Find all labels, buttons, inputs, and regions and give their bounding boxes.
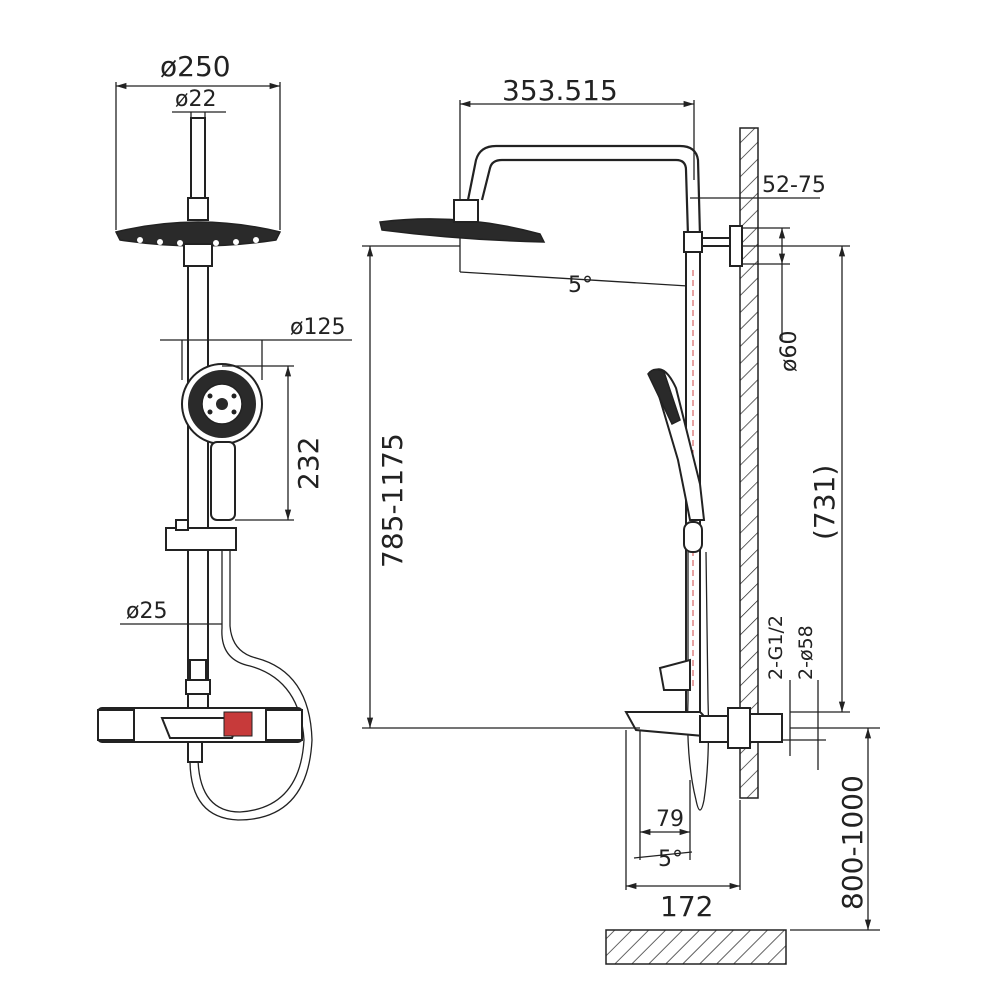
arm-diameter-label: ø22 bbox=[175, 87, 216, 112]
flange-diameter-label: ø60 bbox=[777, 331, 802, 372]
hand-shower-length-label: 232 bbox=[292, 437, 325, 490]
body-depth-label: 172 bbox=[660, 890, 713, 923]
wall-section bbox=[739, 127, 759, 799]
thermostatic-mixer-body bbox=[97, 707, 303, 763]
spout-projection-label: 79 bbox=[656, 807, 684, 832]
overhead-shower-head bbox=[114, 221, 282, 247]
projection-label: 353.515 bbox=[502, 74, 618, 107]
spout-angle-label: 5° bbox=[658, 847, 683, 872]
rail-diameter-label: ø25 bbox=[126, 599, 167, 624]
side-view: 353.515 52-75 5° bbox=[362, 74, 880, 965]
wall-distance-label: 52-75 bbox=[762, 173, 826, 198]
mixer-side-body bbox=[624, 707, 783, 749]
height-range-label: 785-1175 bbox=[376, 433, 409, 568]
inlet-thread-label: 2-G1/2 bbox=[765, 615, 787, 680]
rail-height-label: (731) bbox=[808, 465, 841, 540]
front-view: ø250 ø22 ø125 bbox=[97, 50, 352, 821]
mounting-height-label: 800-1000 bbox=[836, 775, 869, 910]
head-diameter-label: ø250 bbox=[160, 50, 231, 83]
floor-section bbox=[605, 929, 787, 965]
hand-shower-diameter-label: ø125 bbox=[290, 315, 345, 340]
hand-shower-head bbox=[181, 363, 263, 445]
escutcheon-diameter-label: 2-ø58 bbox=[795, 625, 817, 680]
head-angle-label: 5° bbox=[568, 273, 593, 298]
